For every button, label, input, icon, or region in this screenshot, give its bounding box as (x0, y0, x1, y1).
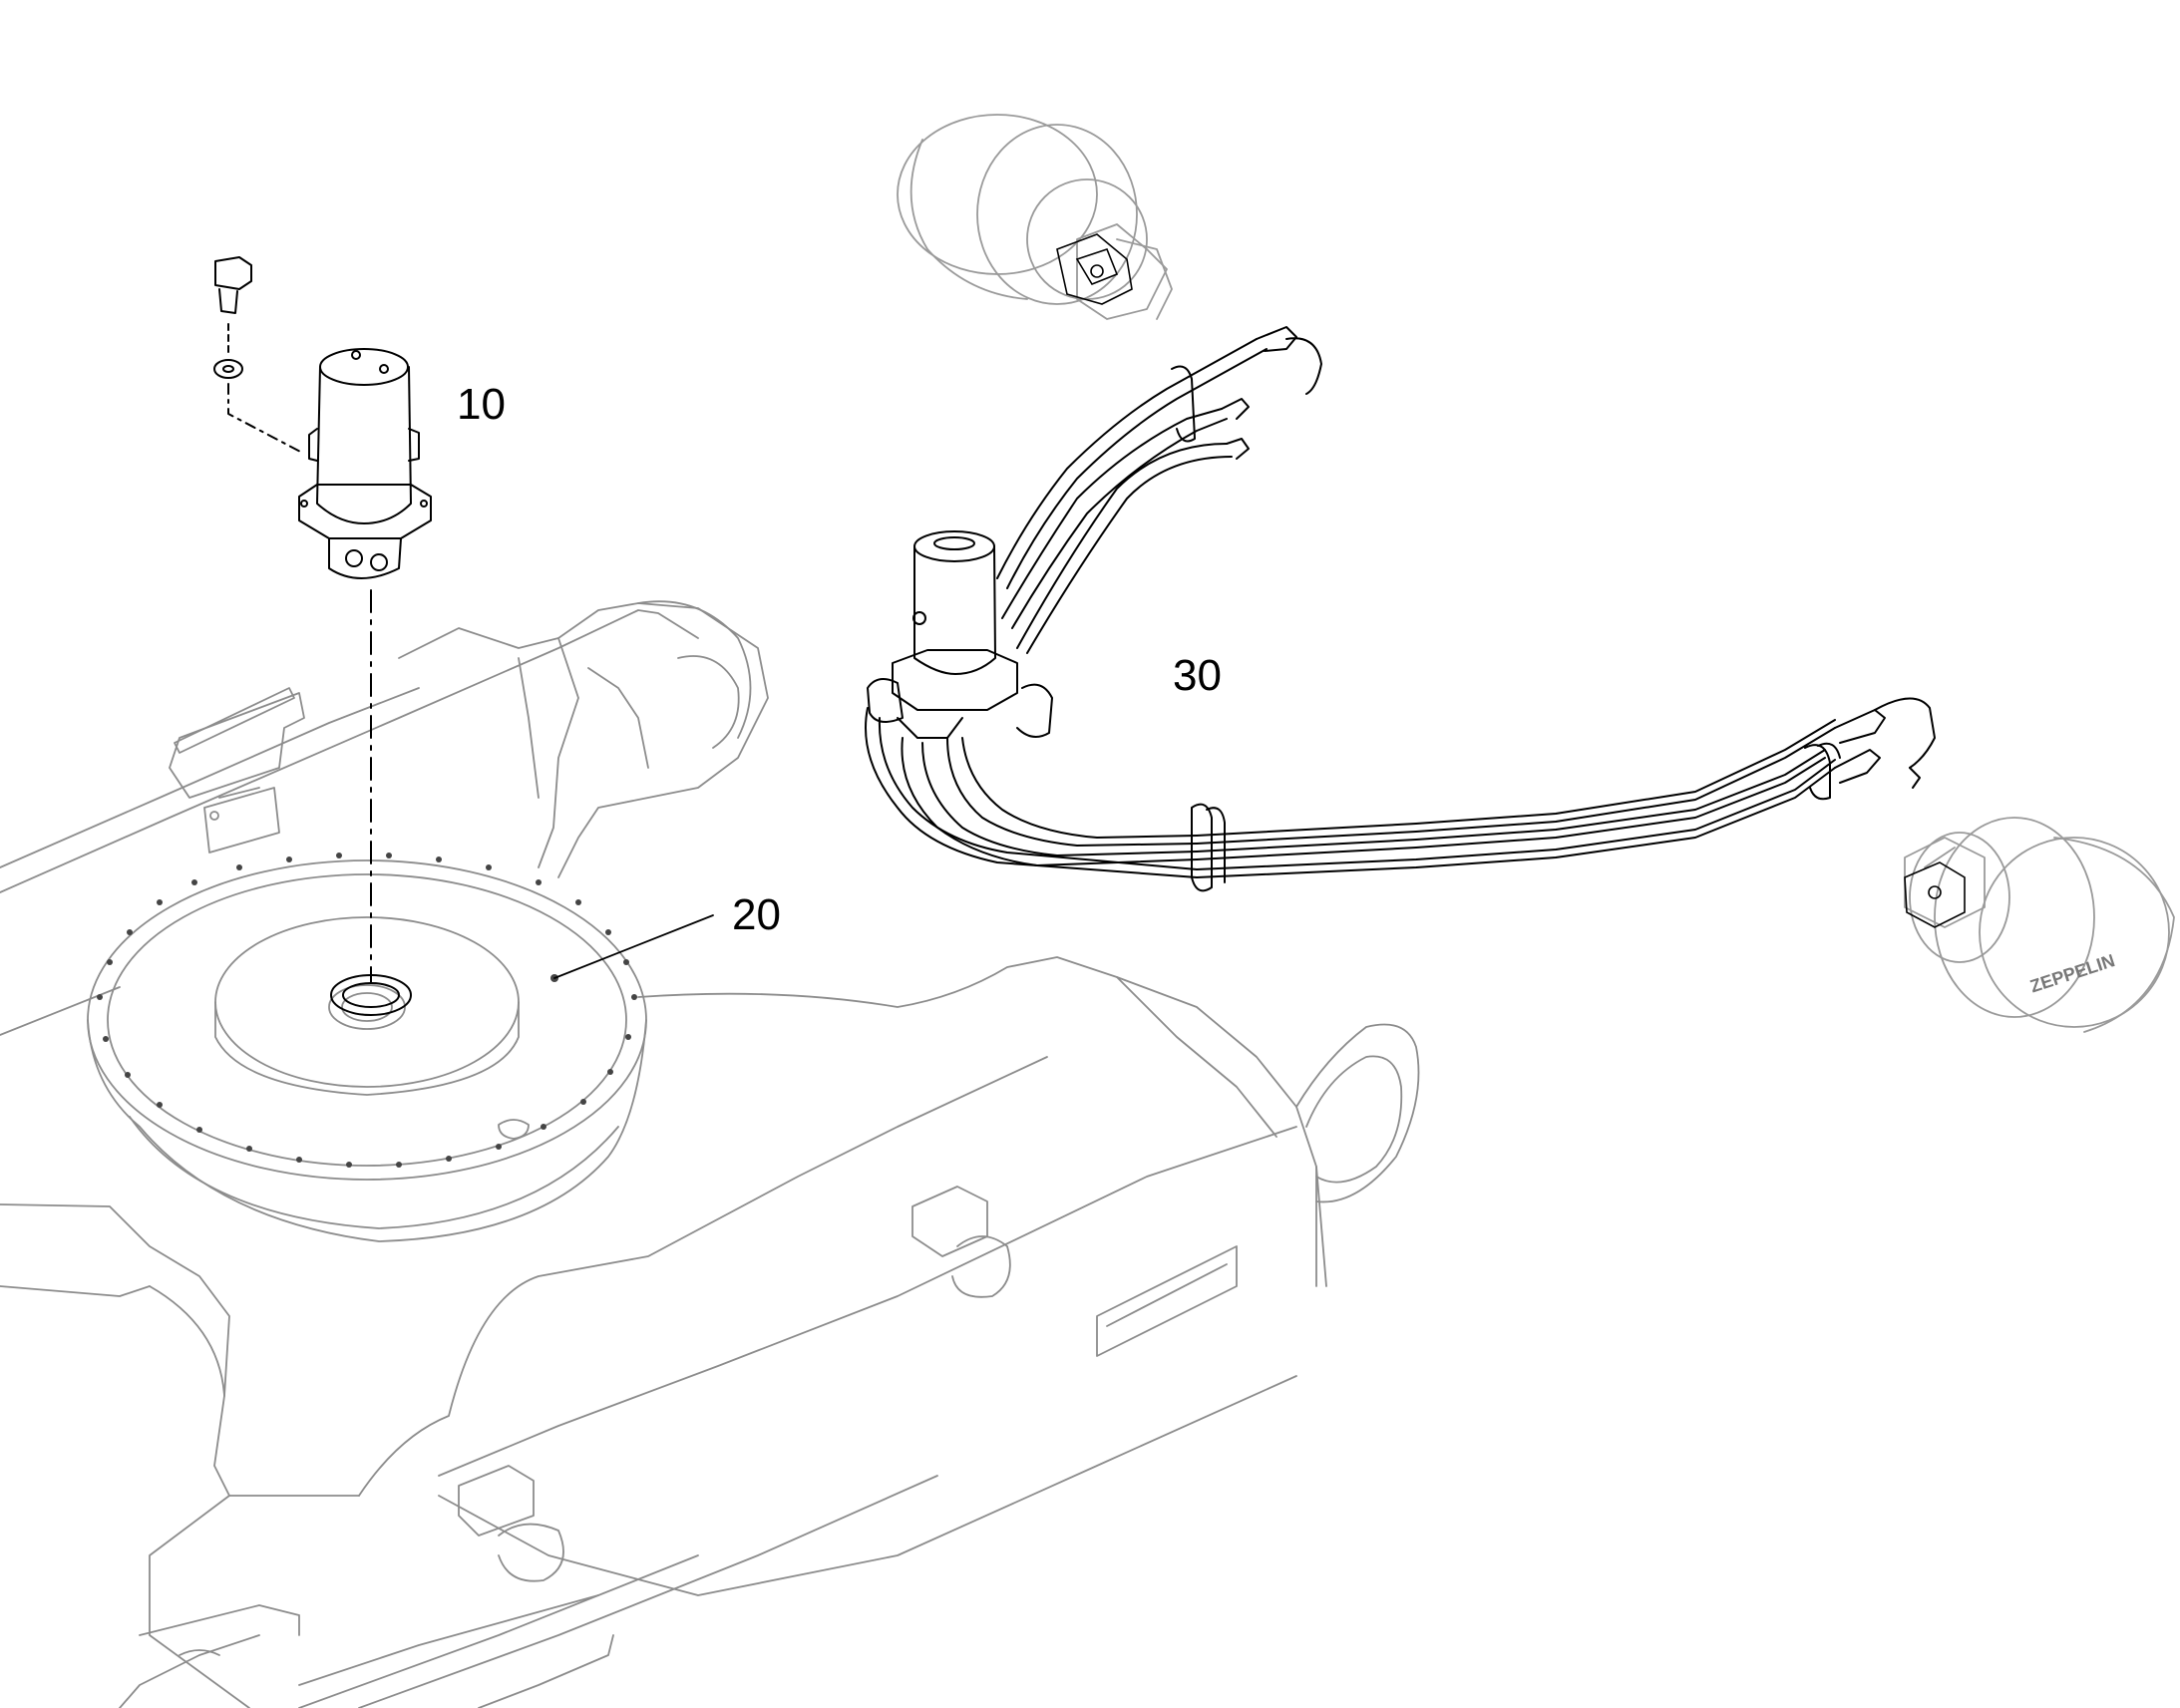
swivel-joint-exploded (213, 256, 432, 1016)
callout-20: 20 (732, 890, 781, 939)
zeppelin-logo: ZEPPELIN (2027, 950, 2117, 996)
callout-10: 10 (457, 380, 506, 429)
undercarriage-frame (0, 600, 1420, 1708)
callout-30: 30 (1173, 651, 1222, 700)
travel-motor-bottom (1904, 817, 2175, 1033)
slewing-ring-holes (97, 853, 637, 1168)
motor-valve-details (1056, 233, 1966, 928)
travel-motor-top (897, 114, 1173, 320)
hose-harness-assembly (865, 326, 1936, 892)
